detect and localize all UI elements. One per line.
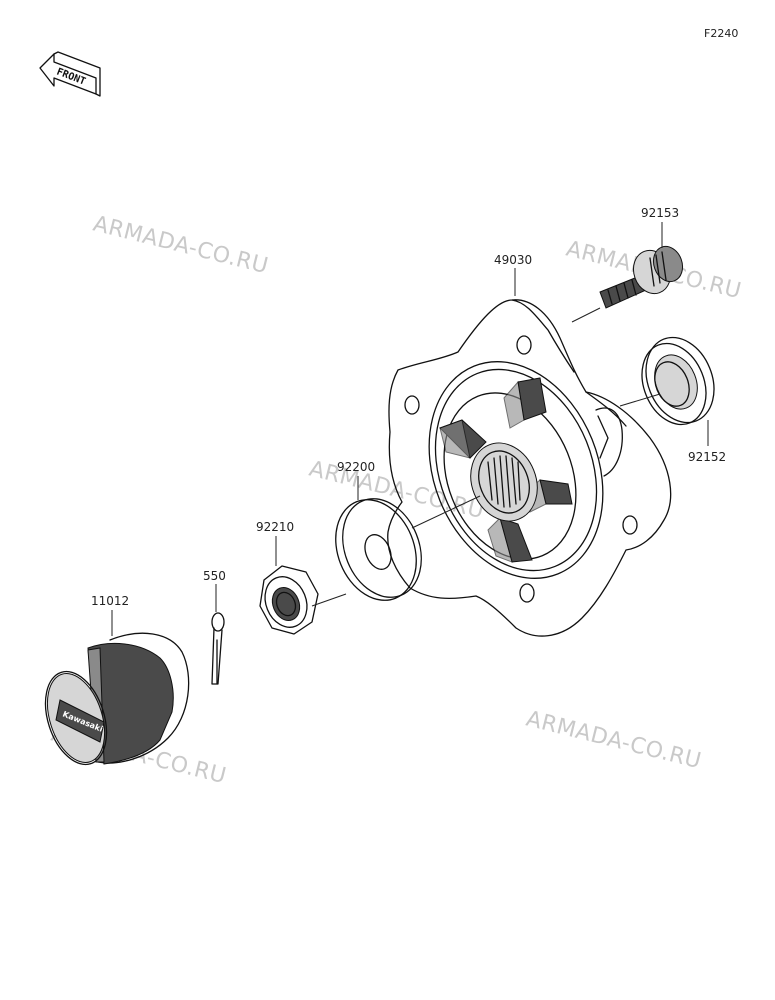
bolt-hole-3 (622, 515, 638, 535)
part-label-49030: 49030 (494, 253, 532, 267)
figure-code: F2240 (704, 27, 738, 40)
part-label-11012: 11012 (91, 594, 129, 608)
cap-11012: Kawasaki (44, 632, 190, 766)
bolt-hole-4 (519, 583, 535, 603)
hub-49030 (387, 299, 672, 637)
cotter-pin-550 (211, 612, 225, 685)
washer-92200 (335, 498, 422, 601)
leader-washer-to-hub (411, 495, 481, 529)
part-label-92152: 92152 (688, 450, 726, 464)
part-label-92153: 92153 (641, 206, 679, 220)
part-label-92210: 92210 (256, 520, 294, 534)
front-arrow-icon: FRONT (39, 51, 101, 97)
bolt-92153 (599, 245, 684, 309)
part-label-92200: 92200 (337, 460, 375, 474)
seal-92152 (641, 336, 715, 426)
spline-bore (487, 455, 521, 508)
leader-nut-to-washer (311, 593, 347, 607)
watermark-1: ARMADA-CO.RU (91, 212, 271, 280)
watermark-4: ARMADA-CO.RU (524, 707, 704, 775)
bolt-hole-2 (404, 395, 420, 415)
leader-seal-to-hub (619, 393, 661, 407)
nut-92210 (259, 565, 319, 635)
part-label-550: 550 (203, 569, 226, 583)
bolt-hole-1 (516, 335, 532, 355)
leader-bolt-to-hub (571, 307, 601, 323)
